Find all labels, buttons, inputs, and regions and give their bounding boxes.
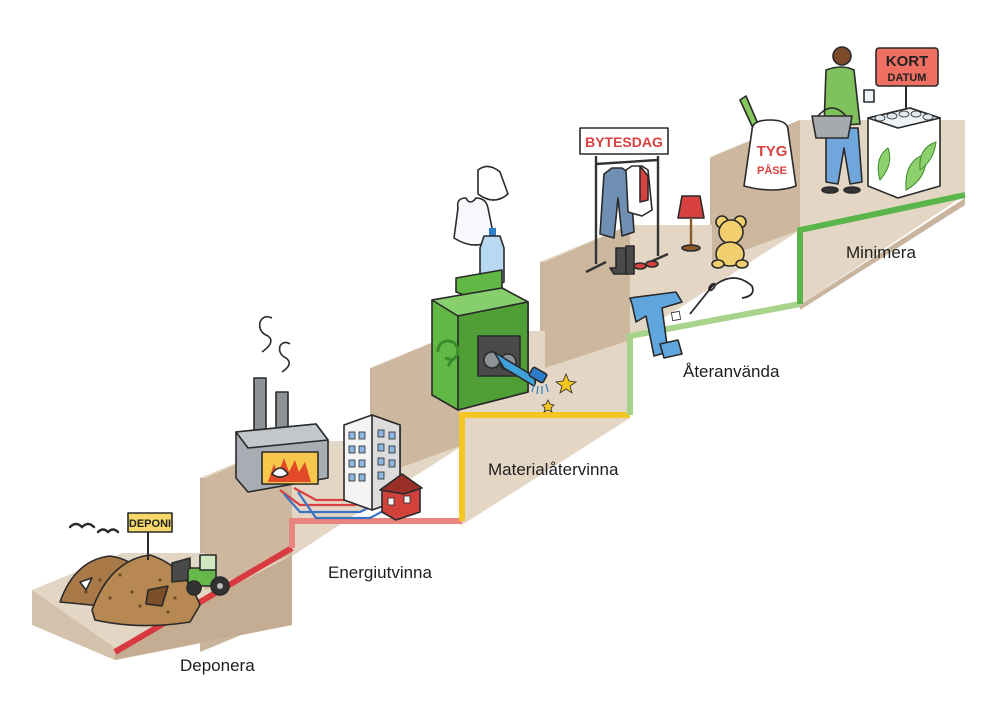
- tractor-icon: [171, 554, 230, 596]
- tyg-text: TYG: [757, 143, 788, 160]
- label-energiutvinna: Energiutvinna: [328, 563, 433, 582]
- sparkle-icon: [541, 372, 578, 413]
- step-ateranvanda-illustration: BYTESDAG: [579, 127, 754, 359]
- bytesdag-sign: BYTESDAG: [579, 127, 669, 155]
- step-deponera-illustration: DEPONI: [59, 512, 230, 627]
- step-labels: Deponera Energiutvinna Materialåtervinna…: [180, 243, 916, 675]
- brush-icon: [493, 351, 549, 395]
- kort-text: KORT: [886, 53, 929, 70]
- birds-icon: [68, 522, 120, 534]
- shoes-icon: [633, 260, 659, 270]
- shelf-cabinet-icon: [867, 107, 941, 199]
- step-edge-deponera: [113, 545, 294, 655]
- deponi-sign-text: DEPONI: [129, 518, 171, 530]
- needle-icon: [689, 277, 754, 315]
- datum-text: DATUM: [888, 72, 927, 84]
- bytesdag-sign-text: BYTESDAG: [585, 134, 663, 150]
- pase-text: PÅSE: [757, 164, 787, 177]
- recycling-machine-icon: [431, 269, 529, 411]
- step-energiutvinna-illustration: [235, 315, 423, 521]
- step-edge-energiutvinna: [289, 518, 462, 548]
- jeans-icon: [629, 291, 683, 359]
- shopper-person-icon: [811, 46, 875, 194]
- teddy-bear-icon: [711, 215, 749, 269]
- label-ateranvanda: Återanvända: [683, 362, 780, 381]
- step-materialatervinna-illustration: [431, 165, 578, 413]
- lamp-icon: [677, 195, 705, 252]
- kort-datum-sign: KORT DATUM: [875, 47, 939, 110]
- step-edges: [113, 192, 966, 655]
- label-deponera: Deponera: [180, 656, 255, 675]
- house-icon: [379, 473, 423, 521]
- step-minimera-illustration: TYG PÅSE KORT DATUM: [739, 46, 941, 199]
- step-edge-materialatervinna: [459, 412, 630, 521]
- label-materialatervinna: Materialåtervinna: [488, 460, 619, 479]
- cloth-bag-icon: TYG PÅSE: [739, 95, 797, 191]
- deponi-sign: DEPONI: [127, 512, 173, 560]
- plastic-bag-icon: [453, 165, 509, 246]
- power-plant-icon: [235, 315, 329, 493]
- boots-icon: [609, 245, 635, 275]
- recycle-icon: [436, 339, 460, 367]
- step-edge-minimera: [797, 192, 966, 304]
- label-minimera: Minimera: [846, 243, 916, 262]
- clothes-rack-icon: [585, 156, 669, 274]
- step-edge-ateranvanda: [627, 301, 801, 415]
